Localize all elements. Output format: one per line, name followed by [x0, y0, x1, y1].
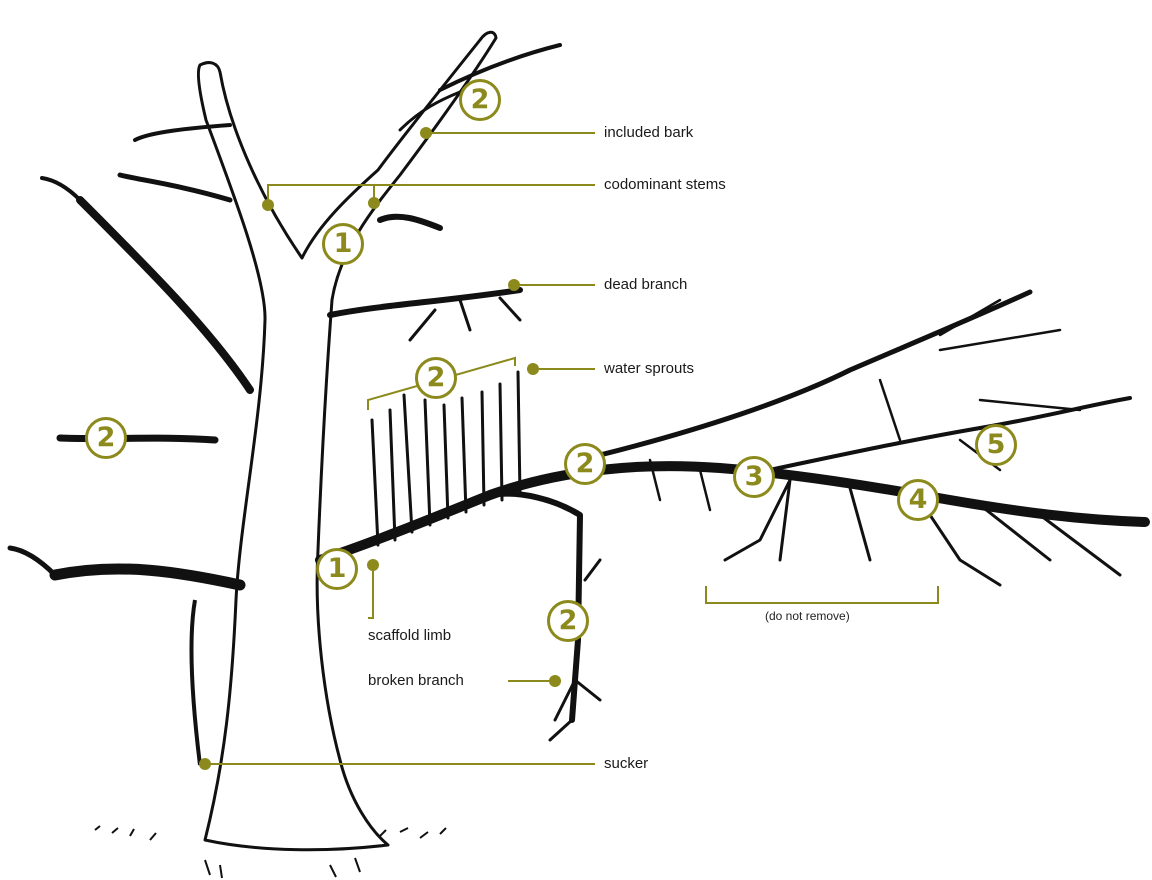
badge-2-included-bark: 2	[459, 79, 501, 121]
badge-2-broken-branch: 2	[547, 600, 589, 642]
badge-5: 5	[975, 424, 1017, 466]
badge-1-codominant: 1	[322, 223, 364, 265]
badge-1-scaffold: 1	[316, 548, 358, 590]
badge-3: 3	[733, 456, 775, 498]
sucker-label: sucker	[604, 755, 648, 772]
sucker-illustration	[191, 600, 200, 765]
dead-branch-label: dead branch	[604, 276, 687, 293]
water-sprouts-label: water sprouts	[604, 360, 694, 377]
badge-4: 4	[897, 479, 939, 521]
badge-2-mid-limb: 2	[564, 443, 606, 485]
included-bark-label: included bark	[604, 124, 693, 141]
do-not-remove-label: (do not remove)	[765, 609, 850, 623]
codominant-stems-label: codominant stems	[604, 176, 726, 193]
badge-2-left-branch: 2	[85, 417, 127, 459]
water-sprouts-illustration	[372, 372, 520, 545]
badge-2-water-sprouts: 2	[415, 357, 457, 399]
scaffold-limb-label: scaffold limb	[368, 627, 451, 644]
broken-branch-label: broken branch	[368, 672, 464, 689]
trunk	[198, 32, 496, 850]
